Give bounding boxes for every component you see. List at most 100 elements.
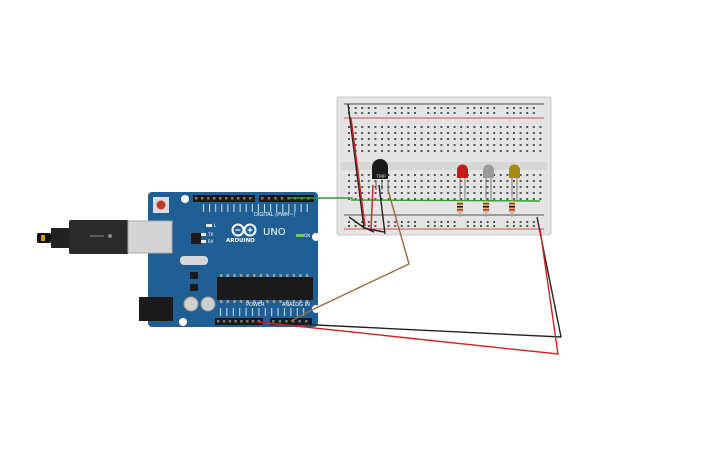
breadboard-hole <box>367 198 370 200</box>
breadboard-hole <box>414 107 416 109</box>
breadboard-hole <box>493 192 496 194</box>
breadboard-hole <box>513 138 515 140</box>
breadboard-hole <box>440 225 443 227</box>
breadboard-hole <box>453 126 456 128</box>
breadboard-hole <box>473 150 476 152</box>
breadboard-hole <box>381 198 383 200</box>
breadboard-hole <box>460 180 463 182</box>
breadboard-hole <box>387 221 390 223</box>
breadboard-hole <box>466 126 469 128</box>
breadboard-hole <box>400 150 403 152</box>
breadboard-hole <box>532 174 535 176</box>
resistor-2[interactable] <box>483 197 489 217</box>
breadboard-hole <box>447 126 449 128</box>
wire-brown-analog[interactable] <box>290 189 410 322</box>
breadboard-hole <box>526 144 529 146</box>
breadboard-hole <box>493 221 496 223</box>
breadboard-hole <box>400 132 403 134</box>
pin-label-mark <box>239 308 241 316</box>
usb-plug <box>51 228 69 248</box>
breadboard-hole <box>519 225 522 227</box>
usb-b-jack <box>127 220 173 254</box>
wire-red-sensor-vcc[interactable] <box>370 184 374 230</box>
breadboard-hole <box>361 150 364 152</box>
capacitor <box>183 296 199 312</box>
breadboard-hole <box>387 198 390 200</box>
breadboard-hole <box>506 180 509 182</box>
chip-pin <box>259 274 263 277</box>
breadboard-hole <box>493 225 496 227</box>
breadboard-hole <box>433 180 436 182</box>
breadboard-hole <box>354 107 357 109</box>
pin-label-mark <box>270 204 272 212</box>
wire-black-gnd-short[interactable] <box>348 216 375 233</box>
breadboard-hole <box>400 198 403 200</box>
wire-red-rail-jumper[interactable] <box>350 117 366 227</box>
breadboard-hole <box>374 126 377 128</box>
chip-pin <box>220 274 223 277</box>
breadboard-hole <box>348 186 350 188</box>
led-gray[interactable] <box>483 164 494 202</box>
header-pin <box>280 197 284 200</box>
breadboard-hole <box>381 192 383 194</box>
resistor-3[interactable] <box>509 197 515 217</box>
pin-label-mark <box>284 308 285 316</box>
header-pin <box>219 197 222 200</box>
chip-pin <box>220 300 223 303</box>
breadboard-hole <box>453 150 456 152</box>
breadboard-hole <box>473 192 476 194</box>
breadboard-hole <box>361 186 364 188</box>
header-pin <box>246 320 249 323</box>
pin-label-mark <box>226 308 228 316</box>
breadboard-hole <box>486 198 489 200</box>
wire-black-arduino-gnd[interactable] <box>295 216 562 338</box>
breadboard-hole <box>354 174 357 176</box>
breadboard-hole <box>414 198 416 200</box>
breadboard-hole <box>427 144 430 146</box>
breadboard-hole <box>460 186 463 188</box>
breadboard-hole <box>486 107 489 109</box>
breadboard-hole <box>539 150 542 152</box>
breadboard-hole <box>367 144 370 146</box>
mounting-hole <box>179 318 187 326</box>
breadboard-hole <box>374 192 377 194</box>
breadboard-hole <box>433 144 436 146</box>
breadboard-hole <box>440 174 443 176</box>
breadboard-hole <box>473 112 476 114</box>
wire-red-arduino-5v[interactable] <box>257 228 559 355</box>
breadboard-hole <box>499 150 502 152</box>
tmp-sensor[interactable]: TMP <box>372 159 389 190</box>
breadboard-hole <box>526 180 529 182</box>
breadboard-hole <box>526 186 529 188</box>
breadboard-hole <box>433 192 436 194</box>
breadboard-hole <box>519 112 522 114</box>
breadboard-hole <box>539 132 542 134</box>
breadboard-hole <box>400 180 403 182</box>
breadboard-hole <box>519 198 522 200</box>
breadboard-hole <box>387 150 390 152</box>
breadboard-hole <box>493 126 496 128</box>
breadboard-hole <box>381 138 383 140</box>
breadboard-hole <box>526 174 529 176</box>
breadboard-hole <box>506 150 509 152</box>
pin-label-mark <box>221 204 223 212</box>
wire-green-digital[interactable] <box>290 197 541 202</box>
pin-label-mark <box>258 308 260 316</box>
breadboard-hole <box>486 225 489 227</box>
breadboard-hole <box>394 192 397 194</box>
breadboard-hole <box>480 180 482 182</box>
breadboard-hole <box>480 132 482 134</box>
breadboard-hole <box>473 180 476 182</box>
chip-pin <box>246 274 249 277</box>
breadboard-hole <box>427 180 430 182</box>
wire-black-sensor-gnd[interactable] <box>378 184 386 235</box>
led-yellow[interactable] <box>509 164 520 202</box>
resistor-1[interactable] <box>457 197 463 217</box>
header-pin <box>305 320 308 323</box>
breadboard-hole <box>374 225 377 227</box>
header-pin <box>237 197 240 200</box>
usb-connector-body <box>69 220 129 254</box>
pin-label-mark <box>232 308 234 316</box>
breadboard-hole <box>440 132 443 134</box>
